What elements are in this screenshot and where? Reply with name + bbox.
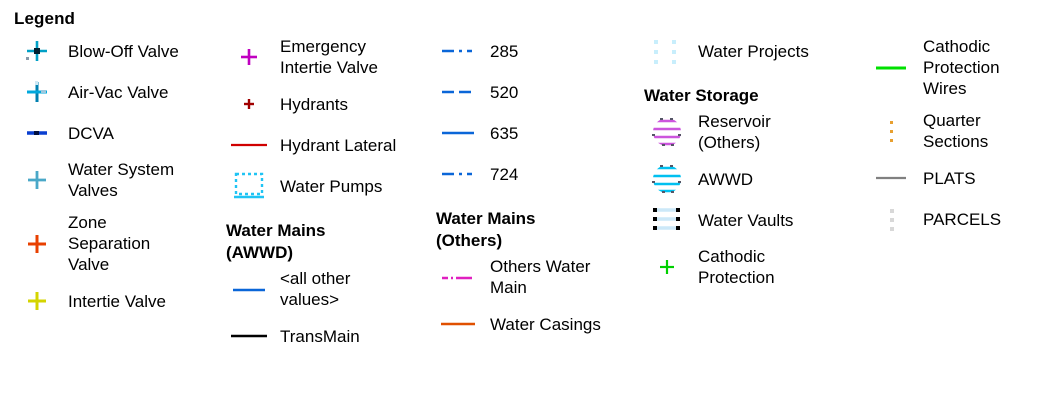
cross-icon — [14, 77, 60, 107]
legend-label: DCVA — [68, 123, 114, 143]
legend-label: Water System Valves — [68, 160, 175, 200]
legend-item-air-vac-valve[interactable]: Air-Vac Valve — [10, 77, 222, 107]
legend-label: Quarter Sections — [923, 111, 989, 151]
legend-label: 635 — [490, 123, 519, 143]
legend-item-water-main-all-other-values[interactable]: <all other values> — [222, 268, 432, 310]
legend-label: PLATS — [923, 168, 976, 188]
legend-label: Water Vaults — [698, 210, 794, 230]
dotted-fill-icon — [644, 36, 690, 66]
hatched-polygon-icon — [644, 164, 690, 194]
legend-label: Air-Vac Valve — [68, 82, 169, 102]
legend-item-quarter-sections[interactable]: Quarter Sections — [865, 110, 1045, 152]
legend-label: AWWD — [698, 169, 754, 189]
legend-label: 520 — [490, 82, 519, 102]
cross-icon — [644, 252, 690, 282]
legend-item-plats[interactable]: PLATS — [865, 163, 1045, 193]
legend-label: <all other values> — [280, 269, 351, 309]
legend-item-water-main-635[interactable]: 635 — [432, 118, 640, 148]
dashed-line-icon — [436, 77, 482, 107]
legend-column-1: Blow-Off Valve Air-Vac Valve — [10, 36, 222, 327]
legend-item-water-projects[interactable]: Water Projects — [640, 36, 865, 66]
legend-label: Others Water Main — [490, 257, 591, 297]
legend-label: Hydrants — [280, 94, 349, 114]
legend-item-water-main-520[interactable]: 520 — [432, 77, 640, 107]
group-heading-water-mains-awwd: Water Mains (AWWD) — [226, 221, 326, 262]
legend-label: Reservoir (Others) — [698, 112, 771, 152]
dash-dot-line-icon — [436, 36, 482, 66]
legend-label: PARCELS — [923, 209, 1002, 229]
cross-icon — [14, 229, 60, 259]
legend-item-water-system-valves[interactable]: Water System Valves — [10, 159, 222, 201]
legend-label: Water Casings — [490, 314, 601, 334]
legend-label: Intertie Valve — [68, 291, 166, 311]
legend-item-intertie-valve[interactable]: Intertie Valve — [10, 286, 222, 316]
hatched-polygon-icon — [644, 117, 690, 147]
legend-item-parcels[interactable]: PARCELS — [865, 204, 1045, 234]
dotted-fill-icon — [869, 116, 915, 146]
legend-item-zone-separation-valve[interactable]: Zone Separation Valve — [10, 212, 222, 275]
legend-item-hydrants[interactable]: Hydrants — [222, 89, 432, 119]
cross-icon — [226, 42, 272, 72]
legend-column-2: Emergency Intertie Valve Hydrants H — [222, 36, 432, 362]
legend-column-4: Water Projects Water Storage — [640, 36, 865, 299]
group-heading-water-storage: Water Storage — [644, 86, 759, 105]
legend-columns: Blow-Off Valve Air-Vac Valve — [10, 36, 1047, 362]
legend-item-awwd-storage[interactable]: AWWD — [640, 164, 865, 194]
legend-label: Cathodic Protection Wires — [923, 37, 1000, 98]
solid-line-icon — [436, 118, 482, 148]
striped-fill-icon — [644, 205, 690, 235]
legend-label: Water Pumps — [280, 176, 383, 196]
legend-column-3: 285 520 635 — [432, 36, 640, 350]
legend-label: Emergency Intertie Valve — [280, 37, 378, 77]
dotted-box-icon — [226, 171, 272, 201]
page-title: Legend — [14, 9, 76, 28]
solid-line-icon — [869, 163, 915, 193]
legend-item-dcva[interactable]: DCVA — [10, 118, 222, 148]
cross-icon — [14, 36, 60, 66]
legend-item-cathodic-protection[interactable]: Cathodic Protection — [640, 246, 865, 288]
legend-label: 285 — [490, 41, 519, 61]
line-icon — [226, 274, 272, 304]
group-heading-water-mains-others: Water Mains (Others) — [436, 209, 536, 250]
legend-label: TransMain — [280, 326, 360, 346]
legend-item-hydrant-lateral[interactable]: Hydrant Lateral — [222, 130, 432, 160]
legend-item-water-vaults[interactable]: Water Vaults — [640, 205, 865, 235]
legend-item-emergency-intertie-valve[interactable]: Emergency Intertie Valve — [222, 36, 432, 78]
legend-label: Water Projects — [698, 41, 809, 61]
dotted-fill-icon — [869, 204, 915, 234]
legend-item-reservoir-others[interactable]: Reservoir (Others) — [640, 111, 865, 153]
cross-icon — [14, 286, 60, 316]
legend-item-water-pumps[interactable]: Water Pumps — [222, 171, 432, 201]
legend-item-trans-main[interactable]: TransMain — [222, 321, 432, 351]
cross-icon — [14, 165, 60, 195]
line-icon — [226, 321, 272, 351]
legend-label: Hydrant Lateral — [280, 135, 397, 155]
solid-line-icon — [869, 53, 915, 83]
legend-label: Zone Separation Valve — [68, 213, 151, 274]
solid-line-icon — [436, 309, 482, 339]
legend-label: Cathodic Protection — [698, 247, 775, 287]
line-icon — [226, 130, 272, 160]
legend-item-blow-off-valve[interactable]: Blow-Off Valve — [10, 36, 222, 66]
legend-item-water-main-724[interactable]: 724 — [432, 159, 640, 189]
dash-dot-line-icon — [436, 262, 482, 292]
legend-column-5: Cathodic Protection Wires Quarter Sectio… — [865, 36, 1045, 245]
cross-icon — [226, 89, 272, 119]
legend-label: Blow-Off Valve — [68, 41, 179, 61]
dash-dot-line-icon — [436, 159, 482, 189]
legend-label: 724 — [490, 164, 519, 184]
legend-item-others-water-main[interactable]: Others Water Main — [432, 256, 640, 298]
legend-item-water-main-285[interactable]: 285 — [432, 36, 640, 66]
legend-item-cathodic-protection-wires[interactable]: Cathodic Protection Wires — [865, 36, 1045, 99]
legend-item-water-casings[interactable]: Water Casings — [432, 309, 640, 339]
dash-icon — [14, 118, 60, 148]
